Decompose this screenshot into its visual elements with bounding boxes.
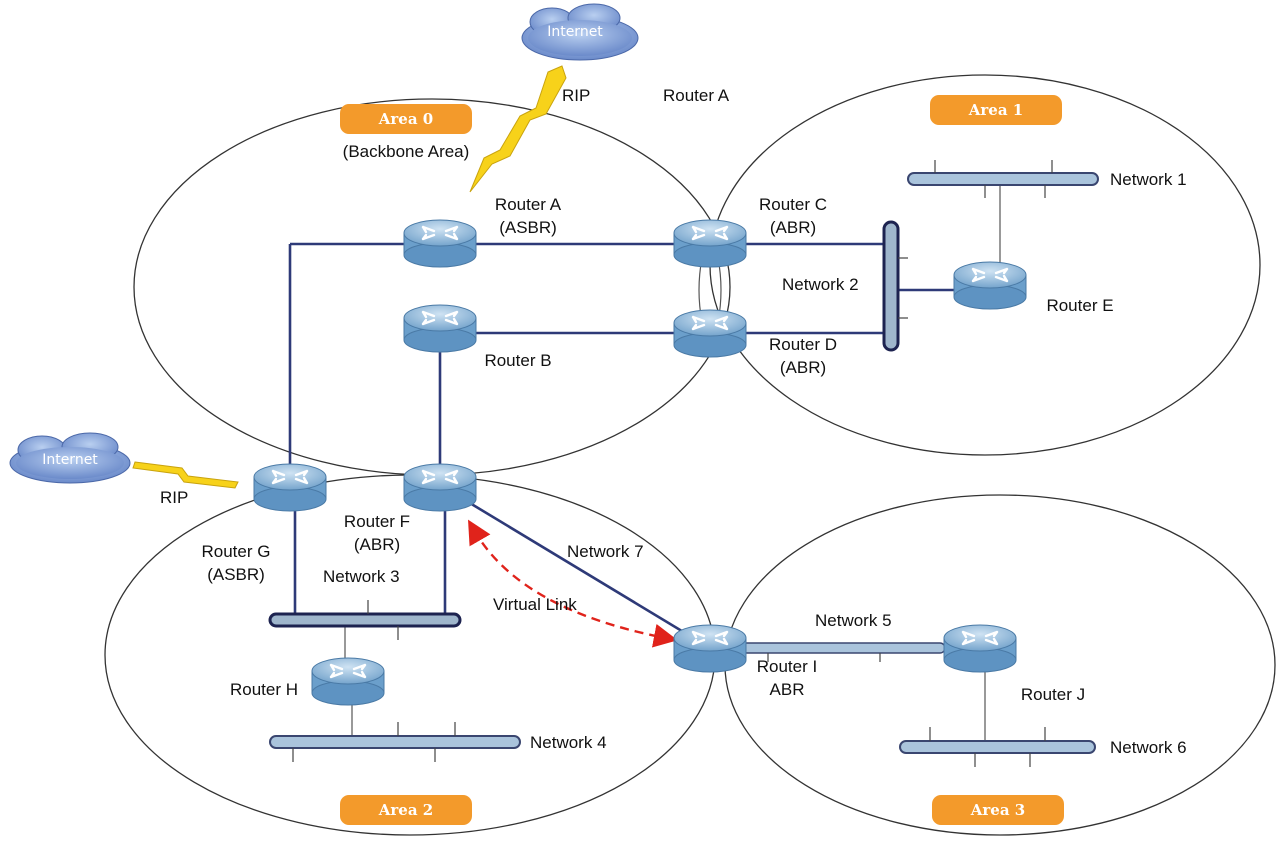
router-g-icon [252,462,328,513]
router-h-label: Router H [230,680,298,699]
router-i-label: Router I [757,657,817,676]
router-i-icon [672,623,748,674]
area-0-sublabel: (Backbone Area) [343,142,470,161]
virtual-link-label: Virtual Link [493,595,577,614]
router-a-icon [402,218,478,269]
area-1-badge: Area 1 [930,95,1062,125]
router-j-icon [942,623,1018,674]
router-g-role: (ASBR) [207,565,265,584]
router-d-role: (ABR) [780,358,826,377]
router-c-role: (ABR) [770,218,816,237]
router-g-label: Router G [202,542,271,561]
router-d-label: Router D [769,335,837,354]
network-3-bus [268,600,462,640]
router-c-icon [672,218,748,269]
internet-cloud-top: Internet [521,3,639,61]
network-1-label: Network 1 [1110,170,1187,189]
router-i-role: ABR [770,680,805,699]
rip-label-top: RIP [562,86,590,105]
router-f-icon [402,462,478,513]
network-6-label: Network 6 [1110,738,1187,757]
rip-lightning-top [469,65,567,193]
internet-cloud-left: Internet [9,432,131,484]
router-f-label: Router F [344,512,410,531]
router-b-icon [402,303,478,354]
svg-text:Area 0: Area 0 [378,110,433,128]
area-0-badge: Area 0 [340,104,472,134]
svg-text:Area 3: Area 3 [970,801,1025,819]
network-7-label: Network 7 [567,542,644,561]
router-a-label: Router A [495,195,562,214]
router-a-role: (ASBR) [499,218,557,237]
area-2-badge: Area 2 [340,795,472,825]
network-4-label: Network 4 [530,733,607,752]
svg-text:Area 2: Area 2 [378,801,433,819]
svg-text:Area 1: Area 1 [968,101,1023,119]
router-a-top-label: Router A [663,86,730,105]
router-c-label: Router C [759,195,827,214]
rip-label-left: RIP [160,488,188,507]
router-h-icon [310,656,386,707]
internet-label-left: Internet [42,452,98,468]
network-5-label: Network 5 [815,611,892,630]
network-1-bus [907,160,1099,198]
router-d-icon [672,308,748,359]
area-3-badge: Area 3 [932,795,1064,825]
rip-lightning-left [132,461,239,489]
virtual-link-arrow [468,519,678,648]
router-j-label: Router J [1021,685,1085,704]
cloud-icon [9,432,131,484]
network-4-bus [269,722,521,762]
internet-label-top: Internet [547,24,603,40]
network-2-label: Network 2 [782,275,859,294]
cloud-icon [521,3,639,61]
network-3-label: Network 3 [323,567,400,586]
network-2-bus [882,220,908,352]
router-e-label: Router E [1046,296,1113,315]
router-e-icon [952,260,1028,311]
router-f-role: (ABR) [354,535,400,554]
network-6-bus [899,727,1096,767]
router-b-label: Router B [484,351,551,370]
